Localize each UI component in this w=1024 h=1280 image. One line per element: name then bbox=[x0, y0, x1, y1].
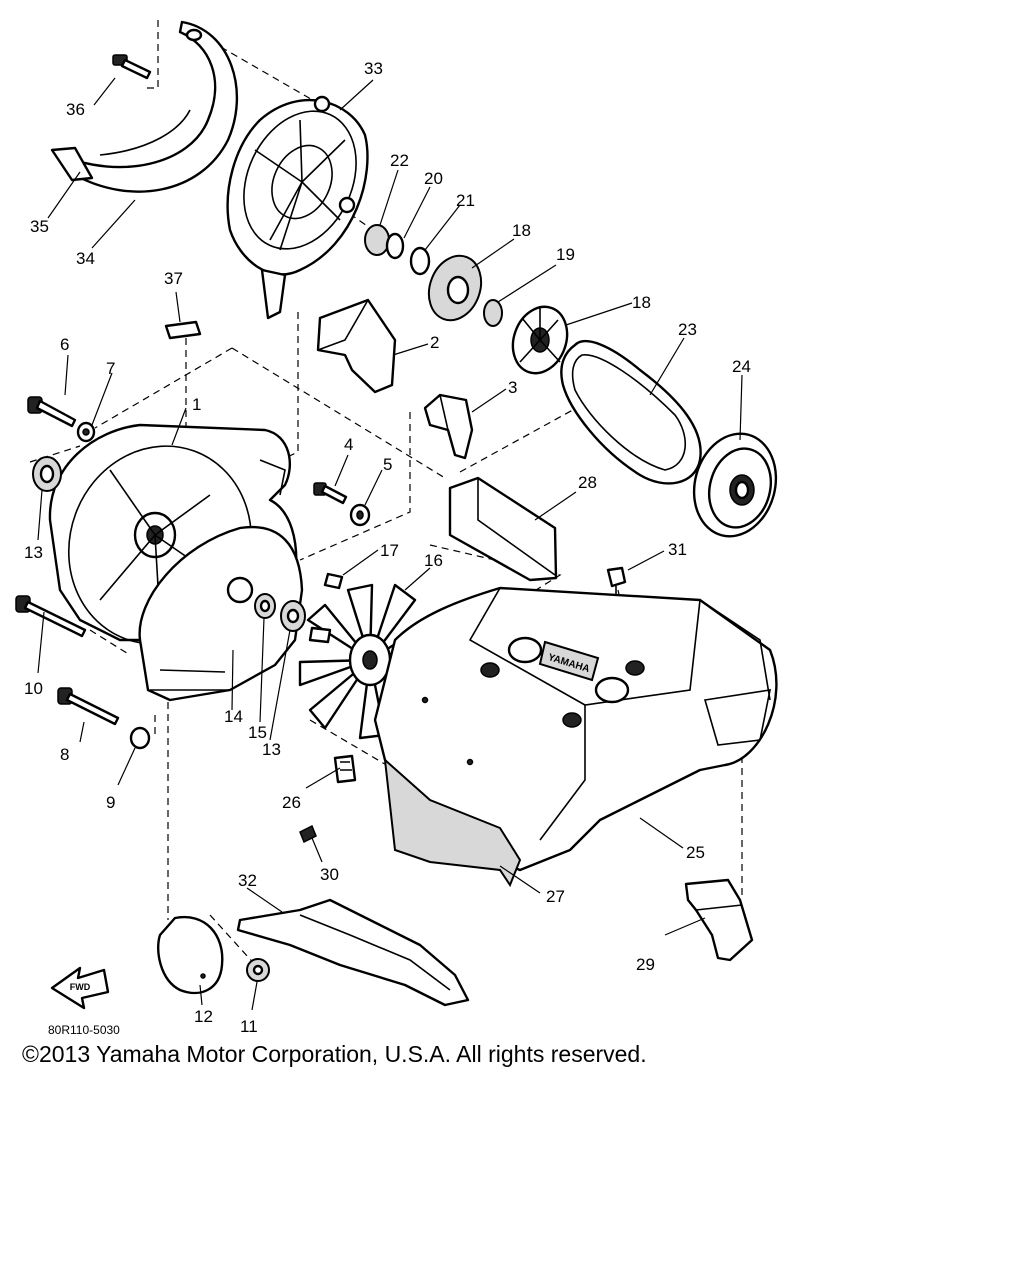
callout-35: 35 bbox=[30, 217, 49, 236]
callout-37: 37 bbox=[164, 269, 183, 288]
nut-11 bbox=[246, 958, 270, 982]
callout-34: 34 bbox=[76, 249, 95, 268]
callout-1: 1 bbox=[192, 395, 201, 414]
callout-26: 26 bbox=[282, 793, 301, 812]
callout-24: 24 bbox=[732, 357, 751, 376]
nut-31 bbox=[606, 566, 627, 598]
callout-2: 2 bbox=[430, 333, 439, 352]
callout-33: 33 bbox=[364, 59, 383, 78]
bolt-4 bbox=[313, 482, 348, 505]
callout-9: 9 bbox=[106, 793, 115, 812]
key-17 bbox=[323, 572, 344, 590]
drawing-code: 80R110-5030 bbox=[48, 1023, 120, 1037]
callout-11: 11 bbox=[240, 1017, 258, 1036]
seal-15 bbox=[254, 593, 276, 619]
bolt-36 bbox=[112, 54, 152, 80]
fan-housing-cover-33 bbox=[226, 95, 369, 320]
callout-15: 15 bbox=[248, 723, 267, 742]
callout-13-left: 13 bbox=[24, 543, 43, 562]
callout-25: 25 bbox=[686, 843, 705, 862]
drive-pulley-24 bbox=[692, 432, 778, 538]
bearing-13-right bbox=[280, 600, 306, 632]
callout-17: 17 bbox=[380, 541, 399, 560]
bolt-6 bbox=[27, 396, 77, 428]
exploded-parts-diagram: YAMAHA FWD bbox=[15, 20, 778, 1036]
plate-29 bbox=[684, 878, 754, 962]
fwd-arrow-label: FWD bbox=[70, 982, 91, 992]
case-14 bbox=[138, 525, 304, 702]
collar-22 bbox=[364, 224, 390, 256]
callout-5: 5 bbox=[383, 455, 392, 474]
callout-28: 28 bbox=[578, 473, 597, 492]
callout-labels: 1 2 3 4 5 6 7 8 9 10 11 12 13 13 14 15 1… bbox=[24, 59, 751, 1036]
washer-21 bbox=[409, 246, 431, 276]
cover-12 bbox=[157, 915, 224, 995]
cooling-shroud-25 bbox=[373, 586, 778, 872]
duct-piece-2 bbox=[316, 298, 397, 394]
callout-18-lower: 18 bbox=[632, 293, 651, 312]
nameplate: YAMAHA bbox=[538, 640, 600, 682]
callout-19: 19 bbox=[556, 245, 575, 264]
callout-4: 4 bbox=[344, 435, 353, 454]
duct-27 bbox=[383, 757, 522, 888]
filter-pad-28 bbox=[448, 476, 558, 582]
callout-36: 36 bbox=[66, 100, 85, 119]
leader-lines bbox=[37, 77, 743, 1011]
callout-14: 14 bbox=[224, 707, 243, 726]
bolt-10 bbox=[15, 595, 87, 638]
washer-5 bbox=[349, 503, 371, 527]
v-belt-23 bbox=[560, 340, 702, 485]
callout-13-right: 13 bbox=[262, 740, 281, 759]
guard-plate-32 bbox=[236, 898, 470, 1007]
washer-9 bbox=[129, 726, 151, 750]
screw-30 bbox=[299, 824, 317, 844]
spacer-19 bbox=[483, 299, 503, 327]
callout-23: 23 bbox=[678, 320, 697, 339]
callout-30: 30 bbox=[320, 865, 339, 884]
forward-arrow: FWD bbox=[50, 966, 110, 1010]
callout-22: 22 bbox=[390, 151, 409, 170]
shroud-guard-34 bbox=[50, 20, 238, 193]
callout-18-upper: 18 bbox=[512, 221, 531, 240]
callout-31: 31 bbox=[668, 540, 687, 559]
washer-20 bbox=[385, 232, 405, 260]
clip-37 bbox=[164, 320, 202, 340]
callout-12: 12 bbox=[194, 1007, 213, 1026]
pulley-half-18-b bbox=[511, 305, 569, 375]
callout-7: 7 bbox=[106, 359, 115, 378]
callout-8: 8 bbox=[60, 745, 69, 764]
callout-21: 21 bbox=[456, 191, 475, 210]
bolt-8 bbox=[57, 687, 120, 726]
callout-3: 3 bbox=[508, 378, 517, 397]
bearing-13-left bbox=[32, 456, 62, 492]
pulley-half-18 bbox=[427, 254, 483, 322]
callout-10: 10 bbox=[24, 679, 43, 698]
callout-20: 20 bbox=[424, 169, 443, 188]
callout-6: 6 bbox=[60, 335, 69, 354]
callout-29: 29 bbox=[636, 955, 655, 974]
callout-32: 32 bbox=[238, 871, 257, 890]
callout-16: 16 bbox=[424, 551, 443, 570]
copyright-notice: ©2013 Yamaha Motor Corporation, U.S.A. A… bbox=[22, 1041, 647, 1067]
bracket-3 bbox=[423, 393, 474, 460]
washer-7 bbox=[76, 421, 96, 443]
bracket-26 bbox=[333, 754, 357, 784]
callout-27: 27 bbox=[546, 887, 565, 906]
